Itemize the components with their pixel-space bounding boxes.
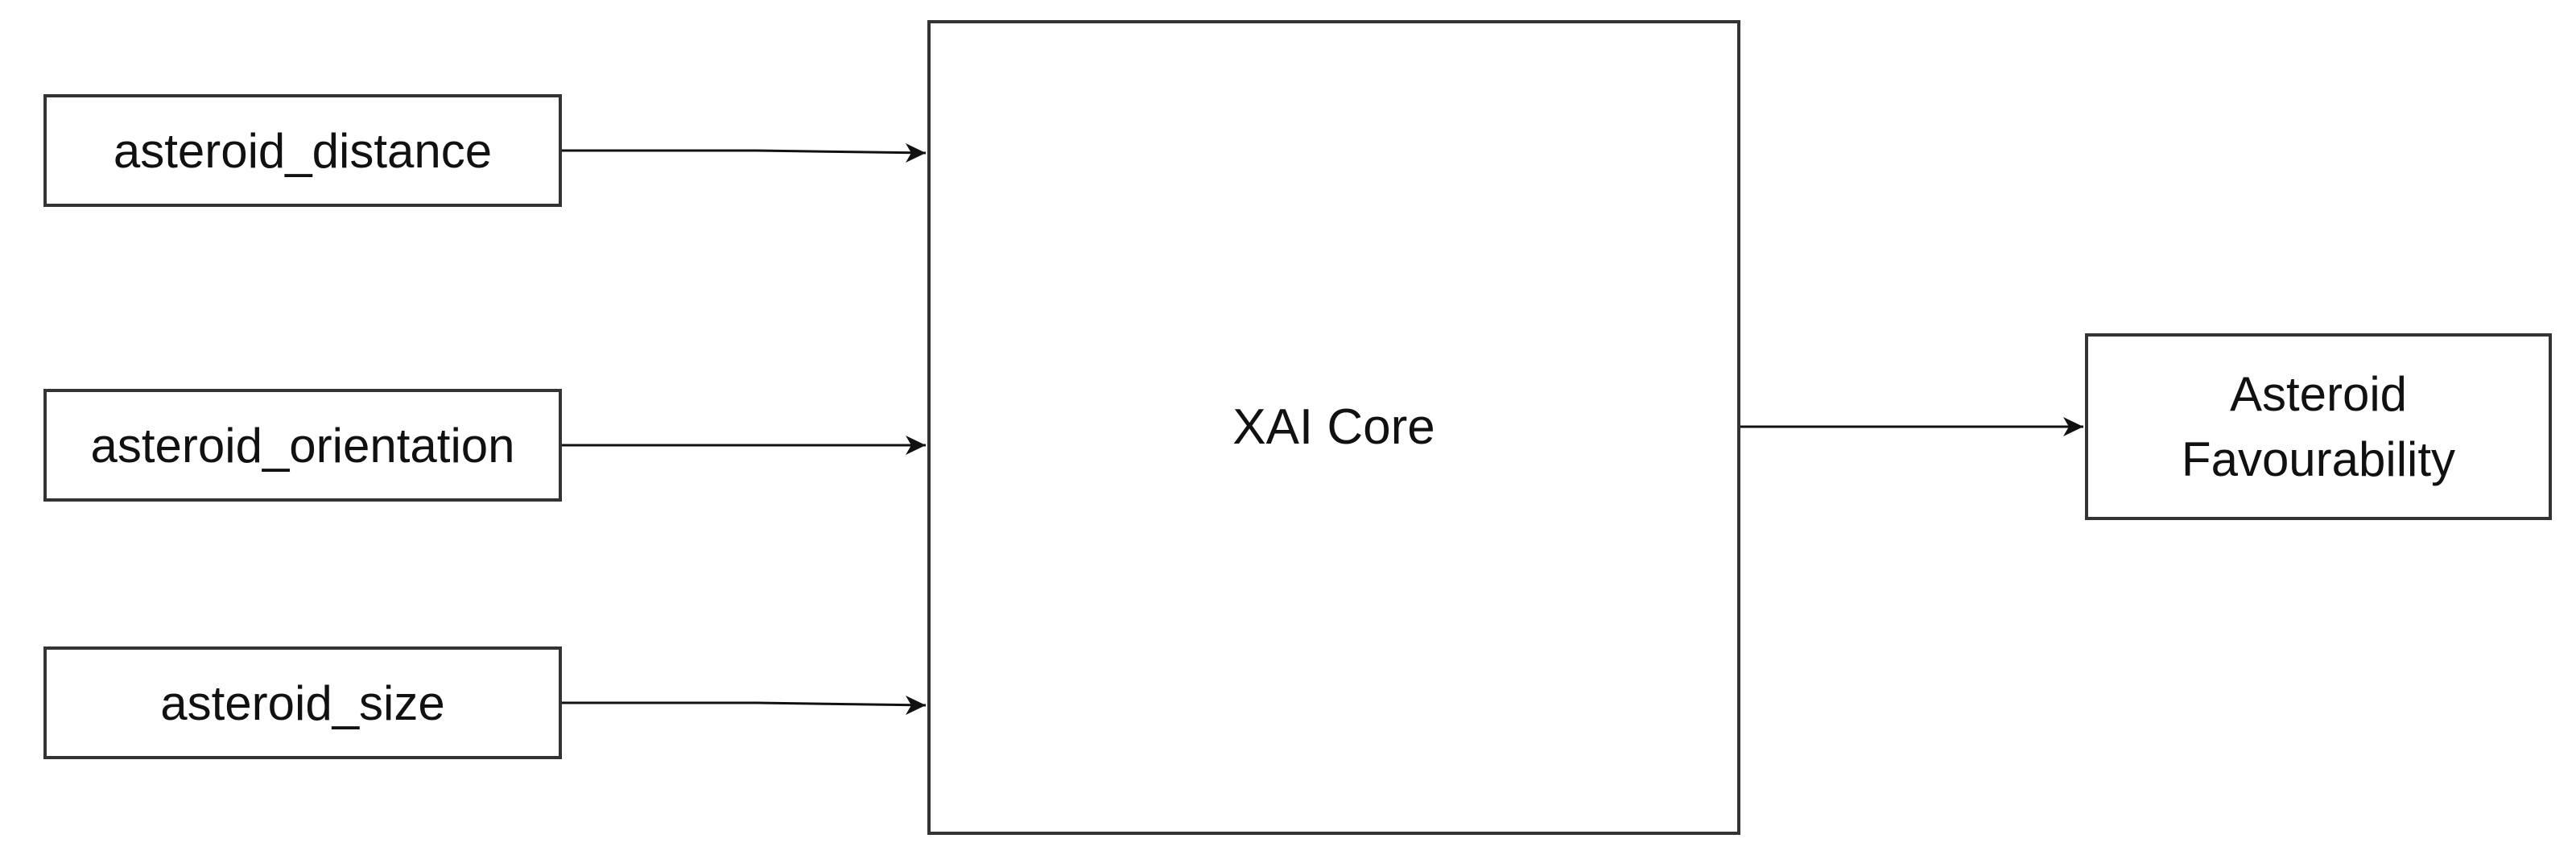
input-node-label: asteroid_orientation [90, 418, 515, 473]
output-node-asteroid-favourability: Asteroid Favourability [2085, 333, 2552, 520]
core-node-xai-core: XAI Core [927, 20, 1740, 835]
input-node-asteroid-orientation: asteroid_orientation [43, 389, 562, 502]
input-node-label: asteroid_distance [113, 123, 493, 178]
input-node-asteroid-distance: asteroid_distance [43, 94, 562, 207]
core-node-label: XAI Core [1232, 399, 1435, 456]
arrowhead-distance [906, 143, 926, 163]
arrowhead-size [906, 696, 926, 715]
output-label-line-1: Asteroid [2229, 367, 2408, 421]
arrow-distance-to-core [562, 149, 927, 155]
arrowhead-orientation [906, 436, 926, 455]
arrow-size-to-core [562, 701, 927, 707]
input-node-asteroid-size: asteroid_size [43, 646, 562, 759]
input-node-label: asteroid_size [160, 675, 445, 730]
output-label-line-2: Favourability [2181, 432, 2456, 486]
output-node-label: Asteroid Favourability [2182, 361, 2455, 492]
arrowhead-output [2063, 417, 2083, 436]
